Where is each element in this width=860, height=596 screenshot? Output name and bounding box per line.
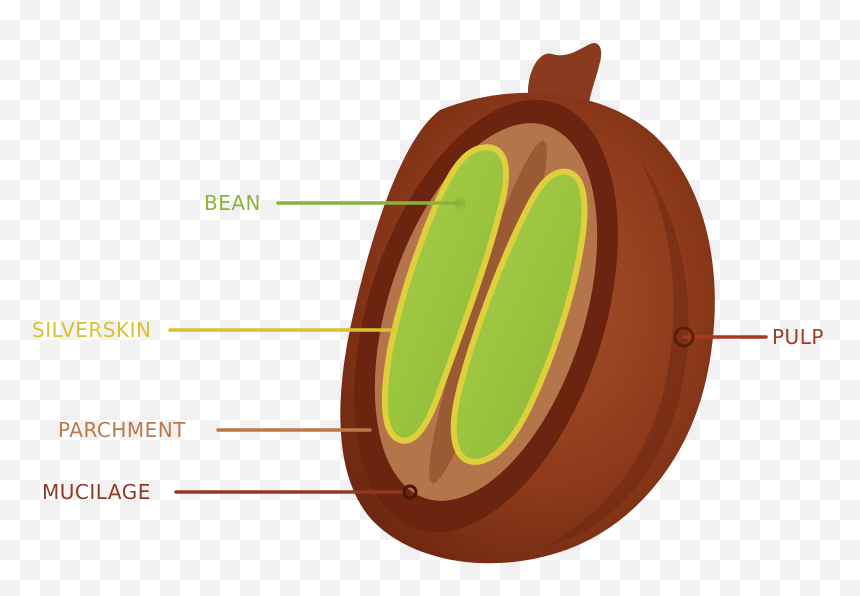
pulp-label: PULP	[772, 327, 824, 347]
mucilage-label: MUCILAGE	[42, 482, 151, 502]
bean-pointer-dot	[454, 197, 466, 209]
parchment-label: PARCHMENT	[58, 420, 186, 440]
silverskin-label: SILVERSKIN	[32, 320, 151, 340]
bean-label: BEAN	[204, 193, 261, 213]
